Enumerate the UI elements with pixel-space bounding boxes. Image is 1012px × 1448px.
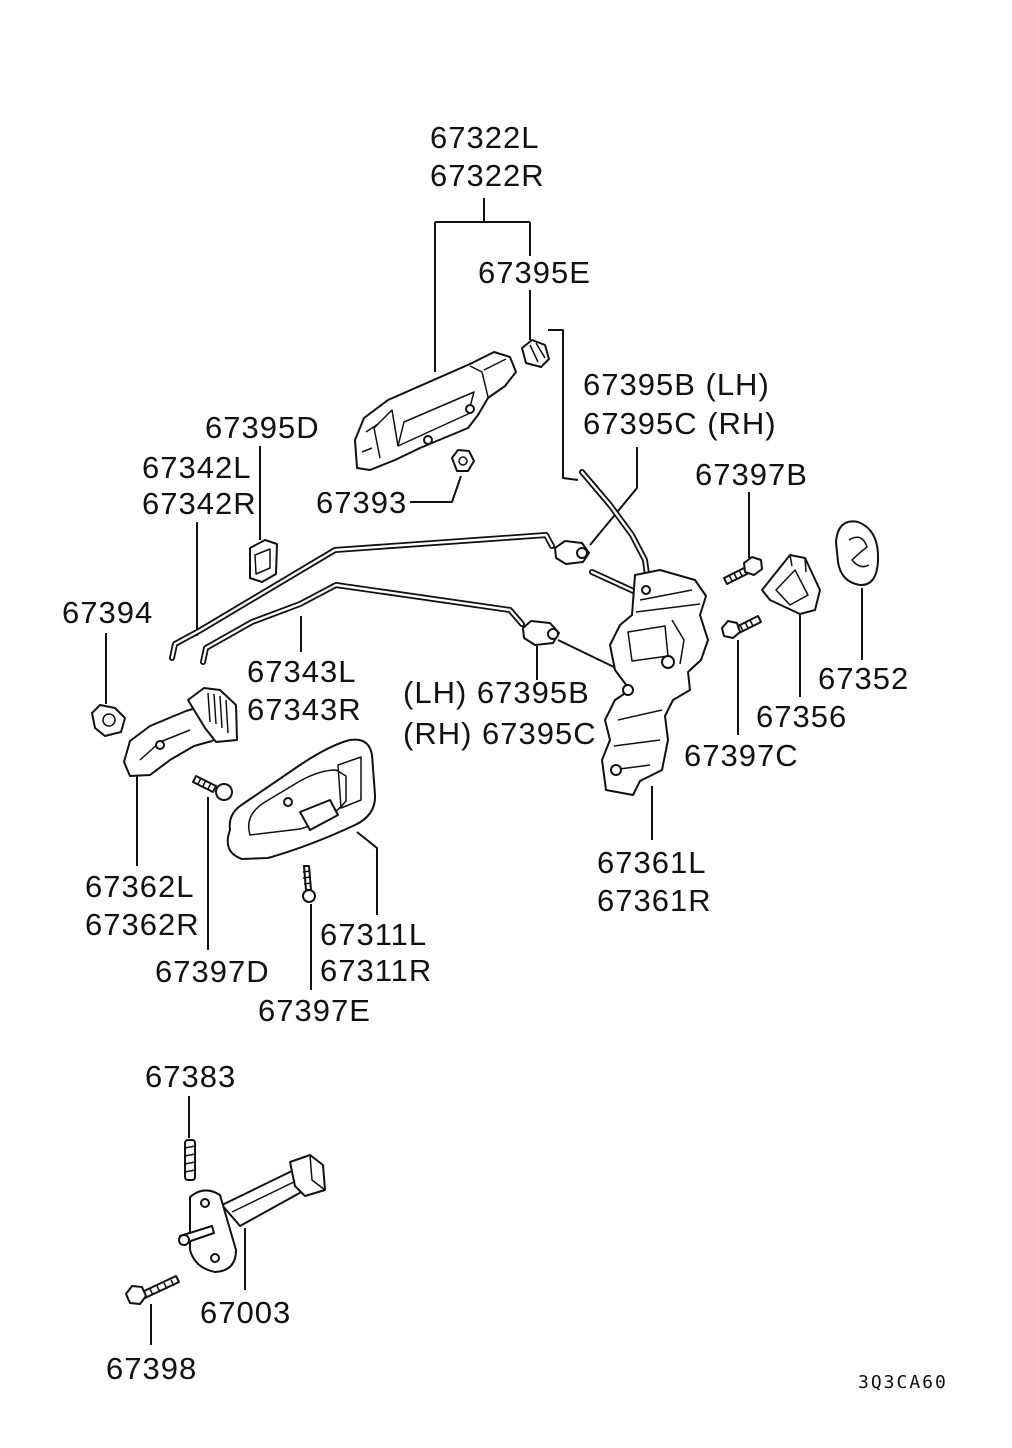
inside-handle bbox=[123, 687, 238, 777]
label-67395D: 67395D bbox=[205, 410, 320, 445]
label-lh-67395B: (LH) 67395B bbox=[403, 675, 590, 710]
label-67397B: 67397B bbox=[695, 457, 808, 492]
outside-handle bbox=[354, 351, 517, 471]
label-67394: 67394 bbox=[62, 595, 153, 630]
bezel-67311 bbox=[226, 738, 377, 860]
rod-67343 bbox=[200, 582, 525, 665]
label-67393: 67393 bbox=[316, 485, 407, 520]
leader-67311 bbox=[356, 831, 378, 915]
bolt-67397B bbox=[723, 556, 763, 585]
label-67322R: 67322R bbox=[430, 158, 545, 193]
label-67361R: 67361R bbox=[597, 883, 712, 918]
label-67397C: 67397C bbox=[684, 738, 799, 773]
clip-67395B-lower bbox=[522, 620, 560, 646]
label-67356: 67356 bbox=[756, 699, 847, 734]
screw-67397E bbox=[302, 865, 316, 903]
label-67397D: 67397D bbox=[155, 954, 270, 989]
label-67395C-rh: 67395C (RH) bbox=[583, 406, 777, 441]
label-67398: 67398 bbox=[106, 1351, 197, 1386]
label-67361L: 67361L bbox=[597, 845, 706, 880]
link-line-clip-lock bbox=[557, 639, 617, 669]
leader-67393 bbox=[410, 475, 462, 503]
bracket-67356 bbox=[761, 554, 821, 615]
label-67343L: 67343L bbox=[247, 654, 356, 689]
label-67311L: 67311L bbox=[320, 917, 427, 952]
label-67322L: 67322L bbox=[430, 120, 539, 155]
nut-67393 bbox=[451, 449, 475, 472]
door-lock bbox=[601, 569, 709, 796]
callout-labels: 67322L 67322R 67395E 67395B (LH) 67395C … bbox=[62, 120, 948, 1393]
leader-lines bbox=[105, 198, 863, 1345]
pin-67383 bbox=[184, 1139, 196, 1181]
bolt-67398 bbox=[125, 1275, 180, 1305]
rod-handle-to-lock bbox=[579, 469, 651, 585]
label-67383: 67383 bbox=[145, 1059, 236, 1094]
label-67395B-lh: 67395B (LH) bbox=[583, 367, 770, 402]
screw-67397D bbox=[192, 775, 233, 801]
leader-67395B-top bbox=[589, 447, 638, 546]
label-67342R: 67342R bbox=[142, 486, 257, 521]
label-67395E: 67395E bbox=[478, 255, 591, 290]
label-rh-67395C: (RH) 67395C bbox=[403, 716, 597, 751]
label-67362R: 67362R bbox=[85, 907, 200, 942]
label-67352: 67352 bbox=[818, 661, 909, 696]
clip-67395E bbox=[521, 339, 550, 368]
clip-67394 bbox=[91, 704, 126, 737]
rod-clip-to-lock bbox=[589, 569, 643, 597]
label-67397E: 67397E bbox=[258, 993, 371, 1028]
gasket-67352 bbox=[835, 520, 880, 587]
diagram-code: 3Q3CA60 bbox=[858, 1372, 948, 1393]
clip-67395B-upper bbox=[554, 540, 590, 565]
label-67342L: 67342L bbox=[142, 450, 251, 485]
door-check-67003 bbox=[178, 1154, 326, 1273]
label-67343R: 67343R bbox=[247, 692, 362, 727]
label-67362L: 67362L bbox=[85, 869, 194, 904]
link-line-handle-lock bbox=[548, 329, 579, 481]
leader-67322 bbox=[434, 198, 531, 372]
rod-67342 bbox=[169, 532, 555, 661]
screw-67397C bbox=[721, 615, 762, 639]
label-67003: 67003 bbox=[200, 1295, 291, 1330]
label-67311R: 67311R bbox=[320, 953, 432, 988]
clip-67395D bbox=[249, 539, 278, 583]
